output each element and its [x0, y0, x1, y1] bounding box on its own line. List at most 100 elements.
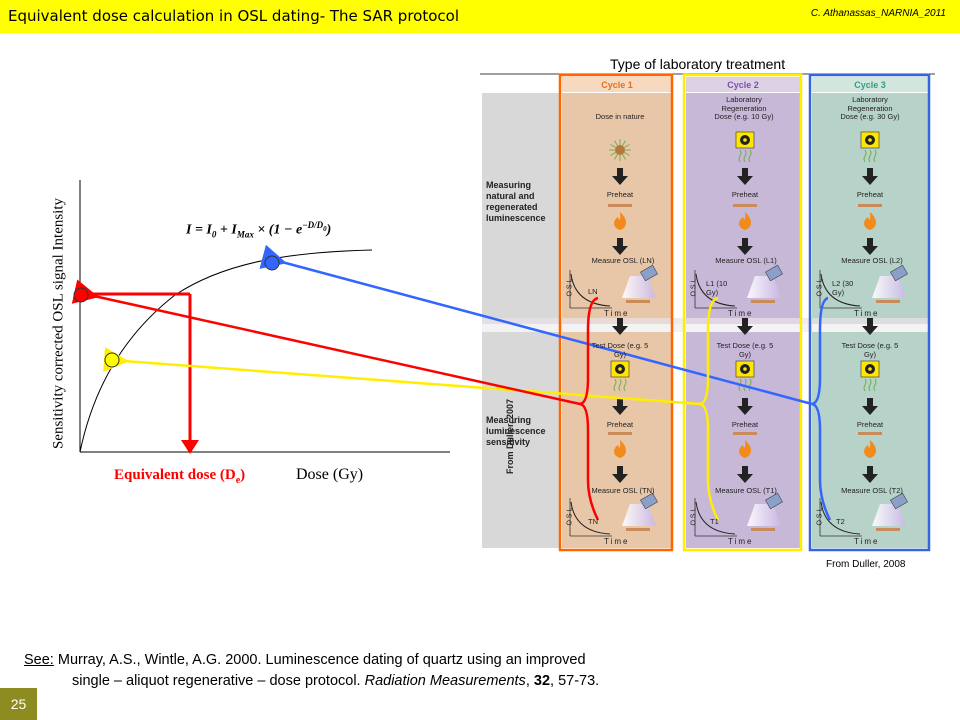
cycle1-osl-plot-bottom-lamp	[640, 492, 658, 510]
c2-testdose: Test Dose (e.g. 5 Gy)	[716, 341, 774, 359]
c3-measure: Measure OSL (L2)	[841, 256, 903, 265]
cycle1-osl-plot-top-lamp	[640, 264, 658, 282]
c3-curve: L2 (30 Gy)	[832, 279, 854, 297]
c3-testdose: Test Dose (e.g. 5 Gy)	[841, 341, 899, 359]
cycle1-grain	[615, 145, 625, 155]
cycle1-test-dose-wave	[613, 378, 617, 392]
c1-curve: LN	[588, 287, 598, 296]
cycle3-preheat-plate	[858, 204, 882, 207]
cycle3-osl-plot-top-decay	[820, 273, 861, 307]
cycle1-outline	[558, 73, 674, 552]
c1-time-bottom: Time	[604, 537, 630, 546]
cycle3-flame-2	[864, 440, 877, 458]
cycle2-flame-1	[739, 212, 752, 230]
cycle2-arrow-4	[737, 398, 753, 415]
cycle1-arrow-3	[612, 318, 628, 335]
c2-curve2: T1	[710, 517, 719, 526]
cycle2-regen-dose-wave	[738, 149, 742, 163]
cycle3-test-dose-wave	[868, 378, 872, 392]
dose-axis-label: Dose (Gy)	[296, 466, 364, 483]
cycle3-test-dose-wave	[863, 378, 867, 392]
c3-preheat: Preheat	[856, 190, 884, 199]
cycle2-osl-plot-bottom-disc	[751, 528, 775, 531]
cycle3-osl-plot-bottom-beam	[872, 504, 906, 526]
c1-preheat: Preheat	[606, 190, 634, 199]
cycle-3-header: Cycle 3	[854, 80, 886, 90]
cycle1-flame-2	[614, 440, 627, 458]
cycle2-arrow-3	[737, 318, 753, 335]
cycle3-test-dose-core	[868, 367, 872, 371]
cycle1-arrow-5	[612, 466, 628, 483]
page-number: 25	[0, 688, 37, 720]
cycle3-regen-dose-wave	[863, 149, 867, 163]
cycle3-flame-1	[864, 212, 877, 230]
cycle2-arrow-5	[737, 466, 753, 483]
c3-osl-bottom: OSL	[816, 505, 824, 526]
point-natural	[73, 287, 89, 303]
reference-pages: , 57-73.	[550, 673, 600, 689]
connection-lines	[71, 244, 832, 521]
cycle3-arrow-2	[862, 238, 878, 255]
cycle2-arrow-2	[737, 238, 753, 255]
cycle-icons	[569, 131, 908, 537]
row-label-sensitivity: Measuring luminescence sensitivity	[486, 415, 546, 447]
cycle2-osl-plot-top-decay	[695, 273, 736, 307]
cycle3-arrow-3	[862, 318, 878, 335]
c3-preheat2: Preheat	[856, 420, 884, 429]
cycle2-regen-dose-core	[743, 138, 747, 142]
c1-measure: Measure OSL (LN)	[591, 256, 655, 265]
figure-title: Type of laboratory treatment	[610, 56, 786, 72]
reference-volume: 32	[533, 673, 551, 689]
reference-block: See: Murray, A.S., Wintle, A.G. 2000. Lu…	[24, 650, 599, 692]
reference-see: See:	[24, 652, 54, 668]
cycle3-arrow-1	[862, 168, 878, 185]
growth-formula: I = I0 + IMax × (1 − e−D/D0)	[186, 220, 332, 240]
cycle1-test-dose-wave	[623, 378, 627, 392]
c1-testdose: Test Dose (e.g. 5 Gy)	[591, 341, 649, 359]
cycle2-osl-plot-top-lamp	[765, 264, 783, 282]
figure-credit: From Duller, 2008	[826, 559, 906, 570]
cycle1-flame-1	[614, 212, 627, 230]
cycle1-arrow-2	[612, 238, 628, 255]
c1-measure2: Measure OSL (TN)	[591, 486, 655, 495]
cycle3-outline	[808, 73, 931, 552]
cycle1-test-dose-wave	[618, 378, 622, 392]
cycle1-preheat-plate	[608, 204, 632, 207]
cycle2-flame-2	[739, 440, 752, 458]
c2-curve: L1 (10 Gy)	[706, 279, 728, 297]
c2-time-top: Time	[728, 309, 754, 318]
cycle-1-header: Cycle 1	[601, 80, 633, 90]
c1-dose: Dose in nature	[595, 112, 645, 121]
c1-preheat2: Preheat	[606, 420, 634, 429]
c2-dose: Laboratory Regeneration Dose (e.g. 10 Gy…	[714, 95, 774, 121]
cycle1-test-dose-core	[618, 367, 622, 371]
c2-preheat: Preheat	[731, 190, 759, 199]
reference-sep: ,	[525, 673, 534, 689]
cycle2-regen-dose-wave	[748, 149, 752, 163]
growth-graph-axes	[79, 180, 450, 453]
equivalent-dose-label: Equivalent dose (De)	[114, 467, 246, 486]
c3-time-top: Time	[854, 309, 880, 318]
c1-curve2: TN	[588, 517, 598, 526]
header-bar: Equivalent dose calculation in OSL datin…	[0, 0, 960, 33]
c1-osl-bottom: OSL	[566, 505, 574, 526]
cycle3-regen-dose-wave	[868, 149, 872, 163]
cycle3-osl-plot-top-beam	[872, 276, 906, 298]
point-regen-1	[104, 352, 120, 368]
cycle1-osl-plot-top-decay	[570, 273, 611, 307]
cycle2-test-dose-wave	[748, 378, 752, 392]
c1-time-top: Time	[604, 309, 630, 318]
c2-preheat2: Preheat	[731, 420, 759, 429]
cycle2-osl-plot-bottom-lamp	[765, 492, 783, 510]
cycle3-osl-plot-bottom-disc	[876, 528, 900, 531]
c3-osl-top: OSL	[816, 276, 824, 297]
slide-title: Equivalent dose calculation in OSL datin…	[8, 7, 459, 25]
cycle3-arrow-5	[862, 466, 878, 483]
cycle2-preheat-plate	[733, 204, 757, 207]
reference-line2: single – aliquot regenerative – dose pro…	[72, 673, 365, 689]
cycle3-preheat2-plate	[858, 432, 882, 435]
row-label-natural: Measuring natural and regenerated lumine…	[486, 180, 546, 223]
c1-osl-top: OSL	[566, 276, 574, 297]
cycle1-osl-plot-bottom-decay	[570, 501, 611, 535]
cycle2-preheat2-plate	[733, 432, 757, 435]
